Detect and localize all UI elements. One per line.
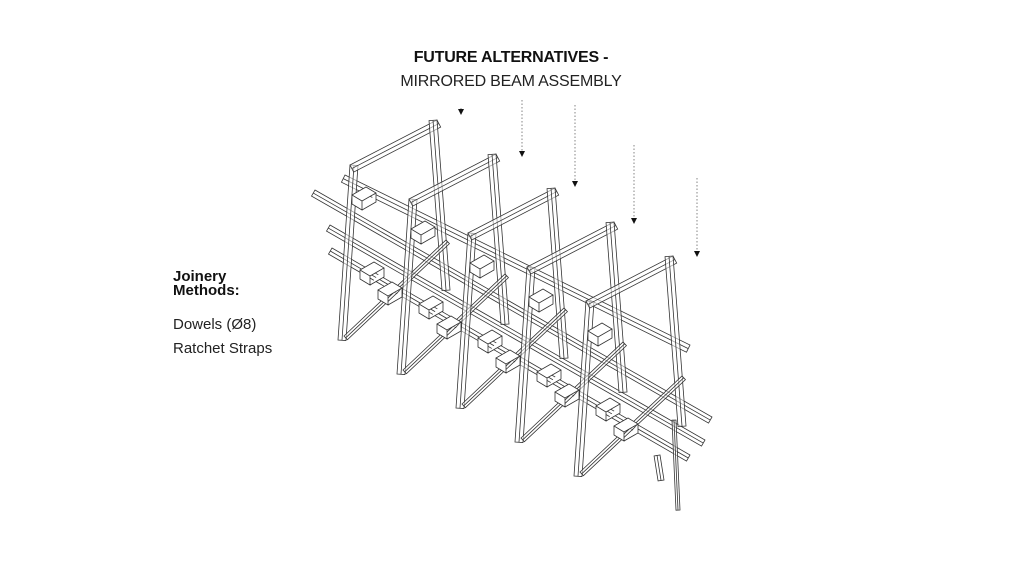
diagram-subtitle: MIRRORED BEAM ASSEMBLY <box>400 73 622 90</box>
frame-top-beam <box>408 153 501 207</box>
joint-block <box>410 220 436 245</box>
long-beam <box>310 189 713 424</box>
joint-block <box>359 261 385 286</box>
frame-top-beam <box>526 221 619 275</box>
joint-block <box>536 363 562 388</box>
joint-block <box>595 397 621 422</box>
down-arrow-icon <box>631 218 637 224</box>
joint-block <box>469 254 495 279</box>
joint-block <box>436 315 462 340</box>
legend-heading: Joinery Methods: <box>173 268 240 299</box>
frame-top-beam <box>467 187 560 241</box>
down-arrow-icon <box>519 151 525 157</box>
legend-item-ratchet-straps: Ratchet Straps <box>173 340 273 357</box>
joint-block <box>587 322 613 347</box>
frame-top-beam <box>585 255 678 309</box>
joinery-legend: Joinery Methods: Dowels (Ø8) Ratchet Str… <box>173 268 273 357</box>
joint-block <box>528 288 554 313</box>
frame-top-beam <box>349 119 442 173</box>
joint-block <box>477 329 503 354</box>
joint-block <box>613 417 639 442</box>
joint-block <box>418 295 444 320</box>
joint-block <box>377 281 403 306</box>
long-beam <box>325 224 706 447</box>
joint-block <box>554 383 580 408</box>
top-ridge-beam <box>340 174 691 353</box>
down-arrow-icon <box>694 251 700 257</box>
down-arrow-icon <box>458 109 464 115</box>
down-arrow-icon <box>572 181 578 187</box>
support-post <box>671 419 681 511</box>
support-post <box>653 454 665 482</box>
legend-item-dowels: Dowels (Ø8) <box>173 316 257 333</box>
diagram-title: FUTURE ALTERNATIVES - <box>413 49 609 66</box>
joint-block <box>351 186 377 211</box>
